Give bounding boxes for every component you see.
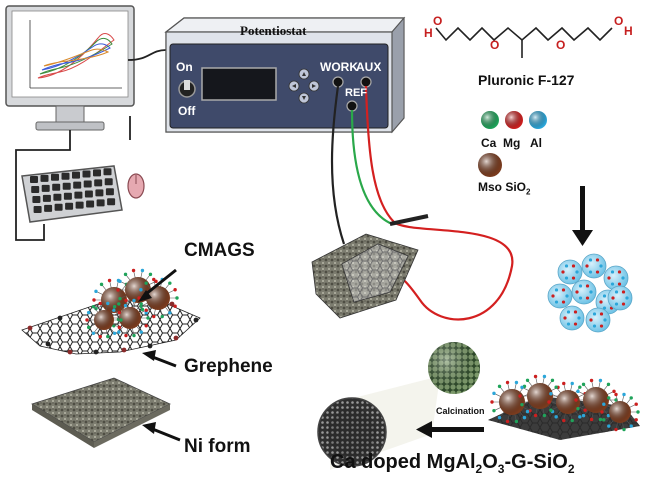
work-port[interactable] [332, 76, 344, 88]
pluronic-molecule [435, 26, 613, 58]
lcd-display [201, 67, 277, 101]
green-particle-aggregate [428, 342, 480, 394]
al-label: Al [530, 136, 542, 150]
ni-foam-label: Ni form [184, 436, 251, 457]
ref-port-label: REF [345, 87, 367, 99]
ref-port[interactable] [346, 100, 358, 112]
keyboard [21, 165, 123, 223]
molecule-o-right: O [556, 38, 566, 52]
sem-zoom-circle [317, 376, 440, 470]
label-arrows [138, 268, 181, 442]
molecule-o-mid: O [490, 38, 500, 52]
arrow-keypad[interactable] [288, 68, 320, 104]
work-port-label: WORK [320, 60, 358, 74]
cmags-nanoparticles [85, 268, 179, 339]
down-arrow [572, 186, 593, 246]
molecule-h-left: H [424, 26, 433, 40]
mouse [127, 173, 145, 199]
potentiostat [164, 16, 406, 134]
molecule-h-end: H [624, 24, 633, 38]
potentiostat-title: Potentiostat [240, 23, 307, 38]
monitor [5, 5, 135, 131]
silica-label: Mso SiO2 [478, 180, 531, 197]
product-formula: Ca doped MgAl2O3-G-SiO2 [330, 451, 575, 476]
calcination-label: Calcination [436, 406, 485, 416]
graphene-edge-atoms [27, 301, 199, 355]
pluronic-label: Pluronic F-127 [478, 72, 575, 88]
computer-cables [15, 49, 167, 241]
product-on-graphene [488, 374, 640, 440]
precursor-spheres [478, 111, 547, 177]
switch-on-label: On [176, 60, 193, 74]
left-arrow [416, 421, 484, 438]
molecule-o-left: O [433, 14, 443, 28]
molecule-o-end: O [614, 14, 624, 28]
ca-label: Ca [481, 136, 497, 150]
ni-foam-block [31, 377, 171, 448]
aux-port[interactable] [360, 76, 372, 88]
micelle-cluster [547, 253, 633, 333]
electrode-assembly [311, 233, 419, 319]
graphene-label: Grephene [184, 356, 273, 377]
electrode-wires [330, 85, 514, 321]
cmags-label: CMAGS [184, 240, 255, 261]
aux-port-label: AUX [356, 60, 382, 74]
switch-off-label: Off [178, 104, 196, 118]
cv-plot-thumbnail [29, 20, 122, 89]
mg-label: Mg [503, 136, 521, 150]
